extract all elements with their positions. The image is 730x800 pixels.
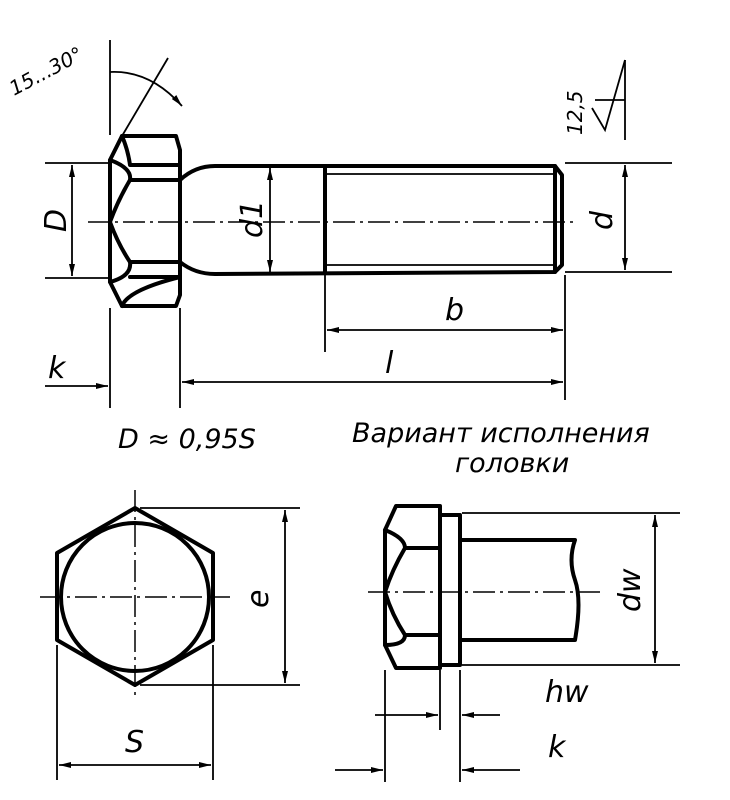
roughness-symbol: 12,5 (563, 59, 626, 140)
label-angle: 15...30° (5, 42, 87, 101)
label-b: b (445, 293, 464, 328)
label-roughness: 12,5 (563, 90, 587, 135)
label-dw: dw (613, 568, 648, 612)
label-k-variant: k (548, 730, 567, 765)
variant-title-line2: головки (455, 448, 569, 479)
label-d: d (585, 210, 620, 230)
label-S: S (125, 725, 144, 760)
variant-title-line1: Вариант исполнения (352, 418, 650, 449)
flanged-head-view: dw hw k (335, 504, 680, 782)
label-k: k (48, 351, 67, 386)
hex-end-view: e S (40, 490, 300, 780)
label-D: D (39, 209, 74, 232)
formula-note: D ≈ 0,95S (118, 424, 256, 455)
label-d1: d1 (235, 200, 270, 238)
label-hw: hw (545, 675, 589, 710)
label-e: e (241, 590, 276, 608)
bolt-side-view: D d1 d b l k 15...30° 12,5 (5, 40, 672, 408)
label-l: l (385, 346, 394, 381)
